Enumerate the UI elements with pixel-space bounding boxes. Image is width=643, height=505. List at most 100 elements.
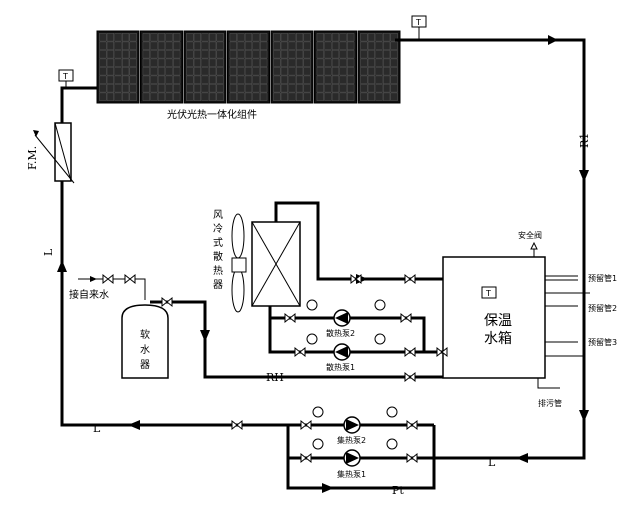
pv-cell [339,92,347,101]
makeup-water-pipe [150,300,443,379]
pv-cell [390,58,398,67]
pv-cell [288,50,296,59]
pv-cell [186,92,194,101]
pv-cell [201,75,209,84]
pv-cell [121,67,130,76]
collector-pump-1-label: 集热泵1 [337,469,366,479]
pv-cell [99,58,107,67]
pipe-l-bottom-left-label: L [93,422,101,435]
pv-cell [252,75,260,84]
pv-cell [129,41,137,50]
pv-cell [216,67,224,76]
flow-arrow [128,420,140,430]
pv-cell [367,58,376,67]
pv-cell [360,67,368,76]
pressure-gauge-icon [306,299,318,311]
pv-cell [383,58,391,67]
fan-blade-icon [231,213,245,259]
flow-arrow [90,276,97,282]
radiator-pump-2-label: 散热泵2 [326,328,355,338]
pv-cell [229,75,237,84]
pv-cell [186,50,194,59]
pv-cell [237,75,245,84]
pv-cell [150,75,158,84]
pv-cell [375,58,383,67]
temp-sensor-label: T [415,18,421,27]
flow-arrow [516,453,528,463]
pv-cell [201,50,209,59]
pv-cell [260,75,268,84]
pv-cell [303,33,311,42]
pv-cell [173,67,181,76]
pv-cell [252,50,260,59]
pv-cell [260,33,268,42]
pv-cell [273,33,281,42]
water-softener [121,304,169,379]
flow-meter-label: F.M. [26,146,39,170]
pv-cell [375,33,383,42]
pv-cell [347,58,355,67]
pv-cell [360,58,368,67]
pv-cell [252,67,260,76]
reserve-pipe-2: 预留管2 [545,292,617,313]
pv-cell [296,41,304,50]
tank-label-line2: 水箱 [484,331,512,347]
pv-cell [114,41,122,50]
valve-icon [124,273,136,285]
pv-cell [193,41,202,50]
pv-cell [129,58,137,67]
pv-cell [216,58,224,67]
pv-cell [229,50,237,59]
reserve-pipe-1-label: 预留管1 [588,273,617,283]
pv-cell [296,84,304,93]
pv-cell [173,50,181,59]
pv-cell [208,33,217,42]
pv-cell [150,33,158,42]
pv-cell [114,33,122,42]
pv-cell [193,84,202,93]
pv-cell [375,50,383,59]
pv-cell [99,84,107,93]
pv-cell [324,41,332,50]
pv-cell [252,41,260,50]
valve-icon [404,371,416,383]
pv-cell [208,41,217,50]
pv-cell [288,41,296,50]
pv-cell [331,84,340,93]
pv-cell [360,41,368,50]
pressure-gauge-icon [374,299,386,311]
pv-cell [324,67,332,76]
pv-cell [121,84,130,93]
pipe-r1-label: R1 [578,133,591,148]
pv-cell [252,84,260,93]
pv-cell [244,92,253,101]
pv-cell [129,50,137,59]
insulated-water-tank [442,256,546,379]
pv-cell [106,41,115,50]
pipe-rh-label: RH [266,371,284,384]
pv-cell [316,41,324,50]
pv-cell [383,75,391,84]
pv-cell [106,75,115,84]
pv-cell [339,84,347,93]
pv-cell [216,50,224,59]
pv-cell [339,75,347,84]
collector-pump-2: 集热泵2 [312,406,398,445]
pv-cell [216,33,224,42]
pv-cell [260,41,268,50]
pv-cell [244,75,253,84]
pv-cell [99,92,107,101]
pv-cell [360,33,368,42]
pv-cell [229,84,237,93]
pv-cell [260,84,268,93]
pv-cell [173,58,181,67]
pv-cell [383,92,391,101]
pv-cell [360,75,368,84]
pv-cell [216,41,224,50]
flow-arrow [57,260,67,272]
pv-cell [237,41,245,50]
pv-cell [150,67,158,76]
pv-cell [114,75,122,84]
pv-cell [237,58,245,67]
